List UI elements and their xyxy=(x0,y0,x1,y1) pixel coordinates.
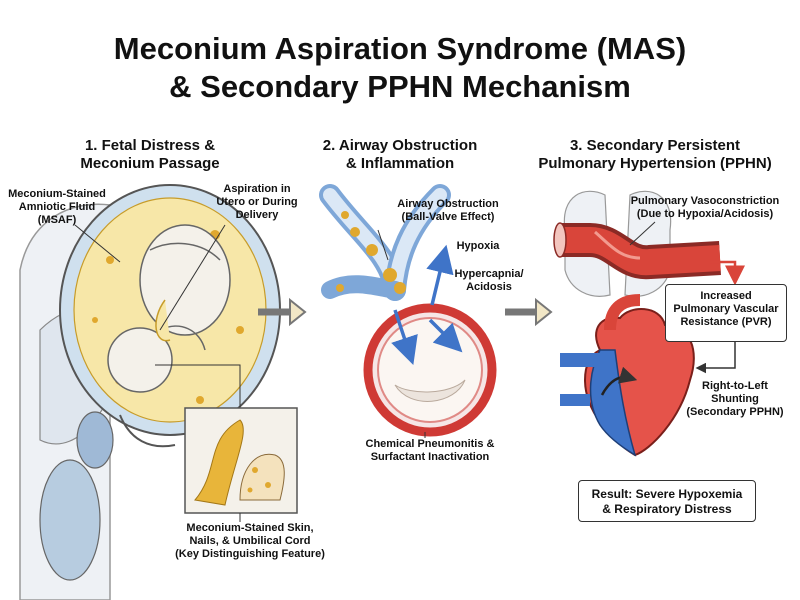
result-line-1: Result: Severe Hypoxemia xyxy=(591,487,743,501)
airflow-in-arrow xyxy=(391,309,418,365)
label-hypercapnia-line-2: Acidosis xyxy=(466,281,512,293)
label-msaf-line-2: Amniotic Fluid xyxy=(18,201,96,213)
label-meconium-skin: Meconium-Stained Skin, Nails, & Umbilica… xyxy=(165,522,335,561)
label-obstruction-line-2: (Ball-Valve Effect) xyxy=(401,211,495,223)
label-pneumonitis-line-1: Chemical Pneumonitis & xyxy=(365,438,495,450)
label-vasoconstriction-line-1: Pulmonary Vasoconstriction xyxy=(630,195,780,207)
aspiration-leader-line xyxy=(159,224,226,331)
hypoxia-arrow xyxy=(426,244,454,306)
alveolus-illustration xyxy=(363,303,497,437)
skin-closeup-inset xyxy=(184,407,298,514)
step-arrow-2-head xyxy=(535,297,553,327)
pvr-line-3: Resistance (PVR) xyxy=(680,316,772,328)
label-msaf: Meconium-Stained Amniotic Fluid (MSAF) xyxy=(2,188,112,227)
bronchi-illustration xyxy=(319,184,451,301)
airflow-trapped-arrow xyxy=(428,318,463,353)
label-hypercapnia-line-1: Hypercapnia/ xyxy=(454,268,524,280)
pvr-line-1: Increased xyxy=(700,290,752,302)
label-pneumonitis-line-2: Surfactant Inactivation xyxy=(370,451,490,463)
diagram-title: Meconium Aspiration Syndrome (MAS) & Sec… xyxy=(0,30,800,106)
section-2-header: 2. Airway Obstruction & Inflammation xyxy=(300,137,500,173)
title-line-1: Meconium Aspiration Syndrome (MAS) xyxy=(113,31,687,66)
result-box: Result: Severe Hypoxemia & Respiratory D… xyxy=(578,480,756,522)
label-aspiration-line-3: Delivery xyxy=(235,209,279,221)
label-skin-line-3: (Key Distinguishing Feature) xyxy=(175,548,325,560)
section-3-header: 3. Secondary Persistent Pulmonary Hypert… xyxy=(520,137,790,173)
label-shunt-line-3: (Secondary PPHN) xyxy=(686,406,784,418)
section-3-line-1: 3. Secondary Persistent xyxy=(569,137,741,154)
vasoconstriction-leader-line xyxy=(629,221,656,246)
section-1-line-2: Meconium Passage xyxy=(80,155,220,172)
label-skin-line-2: Nails, & Umbilical Cord xyxy=(189,535,311,547)
label-obstruction-line-1: Airway Obstruction xyxy=(397,198,499,210)
label-right-to-left-shunting: Right-to-Left Shunting (Secondary PPHN) xyxy=(685,380,785,419)
section-2-line-1: 2. Airway Obstruction xyxy=(322,137,478,154)
label-airway-obstruction: Airway Obstruction (Ball-Valve Effect) xyxy=(385,198,511,224)
label-shunt-line-1: Right-to-Left xyxy=(702,380,768,392)
label-hypercapnia: Hypercapnia/ Acidosis xyxy=(445,268,533,294)
zoom-leader-line xyxy=(155,364,241,410)
label-chemical-pneumonitis: Chemical Pneumonitis & Surfactant Inacti… xyxy=(355,438,505,464)
obstruction-leader-line xyxy=(377,229,389,261)
result-line-2: & Respiratory Distress xyxy=(602,502,732,516)
label-skin-line-1: Meconium-Stained Skin, xyxy=(186,522,314,534)
section-1-header: 1. Fetal Distress & Meconium Passage xyxy=(40,137,260,173)
shunt-arrow xyxy=(600,366,638,396)
label-vasoconstriction-line-2: (Due to Hypoxia/Acidosis) xyxy=(636,208,774,220)
label-msaf-line-3: (MSAF) xyxy=(37,214,77,226)
label-aspiration: Aspiration in Utero or During Delivery xyxy=(205,183,309,222)
label-shunt-line-2: Shunting xyxy=(711,393,759,405)
constricted-artery-illustration xyxy=(553,222,721,280)
msaf-leader-line xyxy=(74,224,121,263)
step-arrow-1-head xyxy=(289,297,307,327)
label-vasoconstriction: Pulmonary Vasoconstriction (Due to Hypox… xyxy=(625,195,785,221)
label-aspiration-line-2: Utero or During xyxy=(216,196,298,208)
label-hypoxia: Hypoxia xyxy=(456,240,500,252)
pvr-line-2: Pulmonary Vascular xyxy=(673,303,779,315)
section-3-line-2: Pulmonary Hypertension (PPHN) xyxy=(538,155,772,172)
section-1-line-1: 1. Fetal Distress & xyxy=(84,137,216,154)
section-2-line-2: & Inflammation xyxy=(345,155,455,172)
pvr-box: Increased Pulmonary Vascular Resistance … xyxy=(665,284,787,342)
label-aspiration-line-1: Aspiration in xyxy=(223,183,291,195)
label-msaf-line-1: Meconium-Stained xyxy=(8,188,106,200)
pvr-to-shunt-arrow xyxy=(695,342,736,374)
title-line-2: & Secondary PPHN Mechanism xyxy=(169,69,631,104)
heart-illustration xyxy=(560,294,695,457)
cervix-illustration xyxy=(39,411,176,581)
pvr-arrow xyxy=(710,260,745,286)
